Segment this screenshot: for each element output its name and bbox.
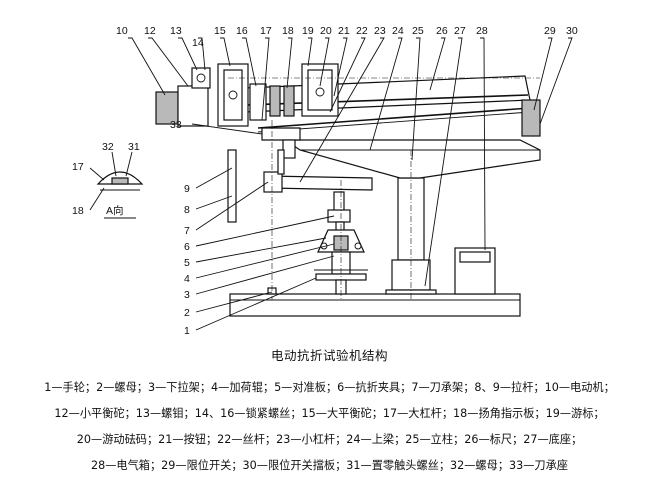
callout-label: 17 [260, 25, 272, 37]
callout-label: 26 [436, 25, 448, 37]
callout-label: 15 [214, 25, 226, 37]
callout-label: 21 [338, 25, 350, 37]
callout-label: 24 [392, 25, 404, 37]
callout-label: 33 [170, 119, 182, 131]
callouts-left: 9 8 7 6 5 4 3 2 1 33 [170, 119, 190, 337]
callout-label: 3 [184, 289, 190, 301]
figure-caption: 电动抗折试验机结构 [270, 348, 388, 363]
callout-label: 20 [320, 25, 332, 37]
callout-label: 16 [236, 25, 248, 37]
big-lever [257, 107, 531, 129]
legend-line: 12—小平衡砣；13—螺钼；14、16—锁紧螺丝；15—大平衡砣；17—大杠杆；… [54, 407, 605, 420]
legend-line: 28—电气箱；29—限位开关；30—限位开关擋板；31—置零触头螺丝；32—螺母… [91, 459, 568, 472]
callout-label: 31 [128, 141, 140, 153]
callout-label: 30 [566, 25, 578, 37]
detail-view-label: A向 [106, 204, 124, 217]
callout-label: 7 [184, 225, 190, 237]
callout-label: 17 [72, 161, 84, 173]
callout-label: 13 [170, 25, 182, 37]
callout-label: 18 [282, 25, 294, 37]
small-lever [267, 175, 373, 191]
parts-legend: 1—手轮；2—螺母；3—下拉架；4—加荷辊；5—对准板；6—抗折夹具；7—刀承架… [0, 375, 659, 479]
callout-label: 32 [102, 141, 114, 153]
callout-label: 22 [356, 25, 368, 37]
callout-label: 5 [184, 257, 190, 269]
callout-label: 12 [144, 25, 156, 37]
callout-label: 29 [544, 25, 556, 37]
callout-label: 27 [454, 25, 466, 37]
callout-label: 19 [302, 25, 314, 37]
limit-switch [521, 99, 541, 137]
base [229, 293, 521, 317]
callout-label: 28 [476, 25, 488, 37]
machine-structure-diagram: 10 12 13 14 15 16 17 18 19 20 21 22 23 2… [72, 25, 578, 337]
callout-label: 6 [184, 241, 190, 253]
callout-label: 8 [184, 204, 190, 216]
callout-label: 23 [374, 25, 386, 37]
callout-label: 18 [72, 205, 84, 217]
tie-rod [227, 149, 237, 223]
callout-label: 25 [412, 25, 424, 37]
detail-callouts: 32 31 17 18 A向 [72, 141, 140, 217]
callout-label: 10 [116, 25, 128, 37]
callout-label: 9 [184, 183, 190, 195]
legend-line: 20—游动砝码；21—按钮；22—丝杆；23—小杠杆；24—上梁；25—立柱；2… [76, 433, 583, 446]
legend-line: 1—手轮；2—螺母；3—下拉架；4—加荷辊；5—对准板；6—抗折夹具；7—刀承架… [44, 381, 615, 394]
callout-label: 1 [184, 325, 190, 337]
callout-label: 2 [184, 307, 190, 319]
callout-label: 14 [192, 37, 204, 49]
callouts-top: 10 12 13 14 15 16 17 18 19 20 21 22 23 2… [116, 25, 578, 49]
callout-label: 4 [184, 273, 190, 285]
